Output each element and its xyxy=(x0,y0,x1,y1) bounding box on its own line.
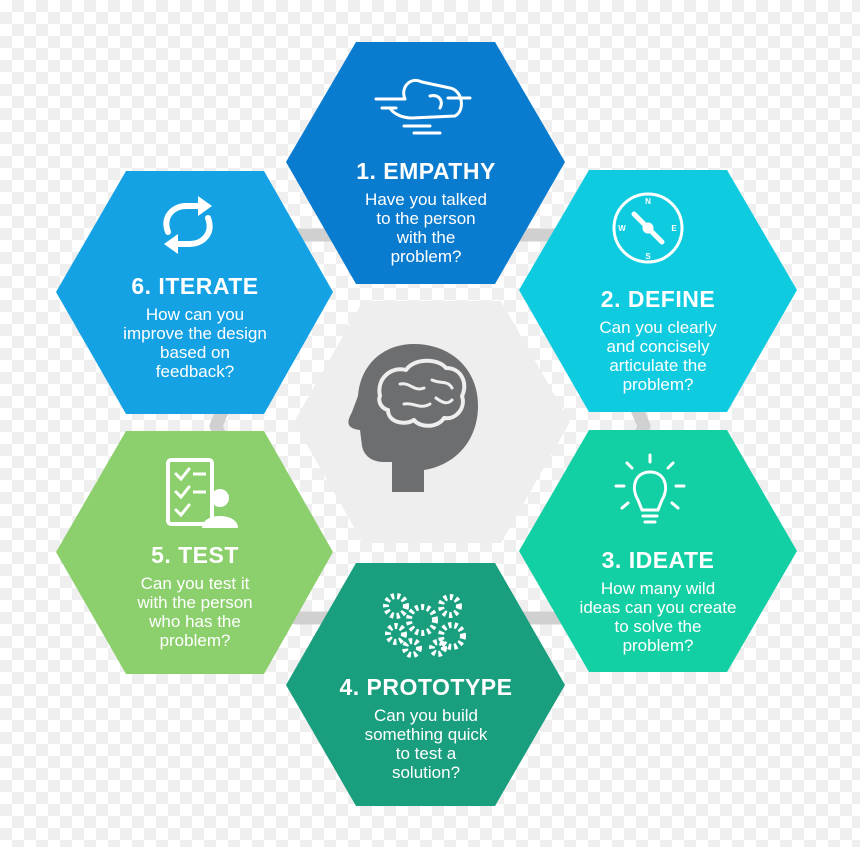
step-description: Can you clearly and concisely articulate… xyxy=(599,318,717,394)
compass-west-mark: W xyxy=(618,224,626,233)
compass-south-mark: S xyxy=(645,252,651,261)
step-test: 5. TEST Can you test it with the person … xyxy=(75,542,315,650)
step-iterate: 6. ITERATE How can you improve the desig… xyxy=(75,273,315,381)
compass-icon xyxy=(612,192,684,264)
hexagon-test xyxy=(56,431,333,674)
lightbulb-icon xyxy=(614,453,686,524)
step-define: 2. DEFINE Can you clearly and concisely … xyxy=(538,286,778,394)
compass-north-mark: N xyxy=(645,197,651,206)
compass-east-mark: E xyxy=(671,224,677,233)
hexagon-define xyxy=(519,170,797,412)
step-description: Have you talked to the person with the p… xyxy=(365,190,487,266)
step-title: 6. ITERATE xyxy=(131,273,259,299)
head-brain-icon xyxy=(348,344,478,492)
step-title: 2. DEFINE xyxy=(600,286,716,312)
hexagon-prototype xyxy=(286,563,565,806)
checklist-person-icon xyxy=(166,458,238,528)
step-ideate: 3. IDEATE How many wild ideas can you cr… xyxy=(538,547,778,655)
step-title: 3. IDEATE xyxy=(601,547,715,573)
step-empathy: 1. EMPATHY Have you talked to the person… xyxy=(306,158,546,266)
step-title: 4. PROTOTYPE xyxy=(339,674,513,700)
step-description: How can you improve the design based on … xyxy=(123,305,267,381)
hexagon-empathy xyxy=(286,42,565,284)
step-description: How many wild ideas can you create to so… xyxy=(579,579,737,655)
step-title: 1. EMPATHY xyxy=(356,158,496,184)
step-title: 5. TEST xyxy=(151,542,239,568)
hexagon-ideate xyxy=(519,430,797,672)
hexagon-iterate xyxy=(56,171,333,414)
step-prototype: 4. PROTOTYPE Can you build something qui… xyxy=(306,674,546,782)
step-description: Can you build something quick to test a … xyxy=(364,706,488,782)
gears-icon xyxy=(383,593,466,658)
step-description: Can you test it with the person who has … xyxy=(137,574,253,650)
refresh-arrows-icon xyxy=(163,196,213,254)
hand-icon xyxy=(374,79,472,135)
